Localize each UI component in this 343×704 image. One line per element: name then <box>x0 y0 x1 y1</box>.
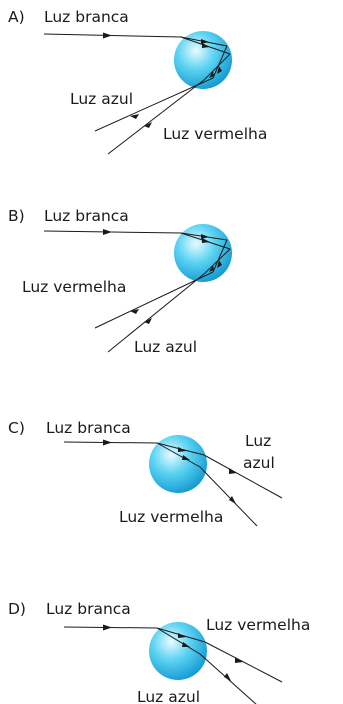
option-c-arrow-incident <box>103 439 112 446</box>
option-a-water-drop <box>174 31 232 89</box>
option-d-blue-light-label: Luz azul <box>137 688 200 704</box>
option-b-arrow-incident <box>103 229 112 235</box>
option-a-letter: A) <box>8 8 25 26</box>
option-c-water-drop <box>149 435 207 493</box>
option-c-blue-light-label-line2: azul <box>243 454 275 472</box>
option-a-incident-ray <box>43 33 182 38</box>
option-d-arrow-lower <box>224 673 231 681</box>
option-a-light-rays <box>43 32 231 155</box>
option-b-white-light-label: Luz branca <box>44 207 129 225</box>
option-c-refracted-ray-2 <box>156 442 201 468</box>
option-b-incident-ray <box>43 230 182 234</box>
option-c[interactable]: C) Luz branca Luz azul Luz vermelha <box>8 419 283 527</box>
option-c-exit-ray-red <box>199 466 258 527</box>
option-d-arrow-upper <box>235 657 243 663</box>
option-b-red-light-label: Luz vermelha <box>22 278 126 296</box>
option-c-arrow-inside-2 <box>182 455 190 460</box>
option-c-light-rays <box>63 439 283 527</box>
option-c-arrow-red <box>229 496 236 504</box>
option-a-arrow-incident <box>103 32 112 39</box>
option-b-letter: B) <box>8 207 25 225</box>
option-a[interactable]: A) Luz branca Luz azul Luz vermelha <box>8 8 267 155</box>
option-d[interactable]: D) Luz branca Luz vermelha Luz azul <box>8 600 310 704</box>
option-d-letter: D) <box>8 600 26 618</box>
option-b-exit-ray-lower <box>107 273 205 353</box>
option-c-arrow-inside-1 <box>178 447 186 452</box>
option-b-light-rays <box>43 229 231 353</box>
option-b-blue-light-label: Luz azul <box>134 338 197 356</box>
option-a-arrow-inside-2 <box>202 43 210 48</box>
option-c-red-light-label: Luz vermelha <box>119 508 223 526</box>
option-d-refracted-ray-2 <box>156 627 201 655</box>
option-b-water-drop <box>174 224 232 282</box>
option-b-arrow-upper <box>130 309 139 314</box>
option-b-arrow-reflect-2 <box>209 265 214 272</box>
option-c-arrow-blue <box>229 468 237 474</box>
option-d-arrow-inside-1 <box>178 633 186 638</box>
option-b-arrow-inside-2 <box>202 238 210 243</box>
option-c-white-light-label: Luz branca <box>46 419 131 437</box>
option-b-exit-ray-upper <box>94 271 214 329</box>
option-a-exit-ray-blue <box>94 77 214 132</box>
option-a-arrow-reflect-2 <box>209 71 214 78</box>
option-b-arrow-inside-1 <box>201 234 209 239</box>
option-a-red-light-label: Luz vermelha <box>163 125 267 143</box>
option-c-blue-light-label-line1: Luz <box>245 432 271 450</box>
option-a-reflected-ray-1 <box>212 45 228 79</box>
option-b[interactable]: B) Luz branca Luz vermelha Luz azul <box>8 207 232 356</box>
option-a-arrow-red <box>144 122 152 128</box>
option-b-reflected-ray-2 <box>203 248 231 275</box>
option-d-red-light-label: Luz vermelha <box>206 616 310 634</box>
option-a-arrow-reflect-1 <box>217 66 222 74</box>
option-d-arrow-incident <box>103 624 112 631</box>
option-a-arrow-blue <box>130 114 139 119</box>
option-c-exit-ray-blue <box>203 454 283 499</box>
option-d-light-rays <box>63 624 283 704</box>
option-c-letter: C) <box>8 419 25 437</box>
option-b-arrow-reflect-1 <box>217 260 222 268</box>
option-a-arrow-inside-1 <box>201 39 209 44</box>
option-a-white-light-label: Luz branca <box>44 8 129 26</box>
option-b-arrow-lower <box>144 318 152 324</box>
option-d-exit-ray-upper <box>204 641 283 683</box>
option-a-exit-ray-red <box>107 79 205 155</box>
option-d-water-drop <box>149 622 207 680</box>
option-d-arrow-inside-2 <box>182 642 190 647</box>
option-d-white-light-label: Luz branca <box>46 600 131 618</box>
option-a-reflected-ray-2 <box>203 53 231 81</box>
option-a-blue-light-label: Luz azul <box>70 90 133 108</box>
option-b-reflected-ray-1 <box>212 239 228 273</box>
